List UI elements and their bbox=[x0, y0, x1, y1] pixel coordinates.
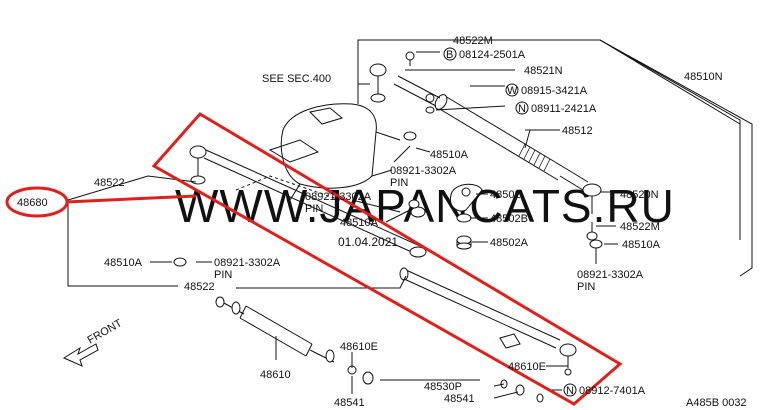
label-48520N: 48520N bbox=[620, 189, 659, 201]
label-48522-bottom: 48522 bbox=[184, 281, 215, 293]
label-48510A-center: 48510A bbox=[430, 149, 469, 161]
label-pin-mid-no: 08921-3302A bbox=[305, 191, 372, 203]
label-pin-left-no: 08921-3302A bbox=[214, 257, 281, 269]
hardware-nuts bbox=[173, 131, 603, 267]
label-08912-7401A: 08912-7401A bbox=[579, 385, 646, 397]
tie-rod-end-upper bbox=[369, 51, 435, 114]
label-pin-right-no: 08921-3302A bbox=[577, 269, 644, 281]
label-08915-3421A: 08915-3421A bbox=[521, 85, 588, 97]
label-48512: 48512 bbox=[562, 125, 593, 137]
front-label: FRONT bbox=[86, 317, 125, 346]
label-48610E-a: 48610E bbox=[340, 341, 378, 353]
steering-damper-48610 bbox=[215, 296, 544, 403]
label-48510A-mid: 48510A bbox=[340, 217, 379, 229]
center-link-48680 bbox=[189, 139, 577, 376]
label-48610: 48610 bbox=[260, 369, 291, 381]
label-see-sec-400: SEE SEC.400 bbox=[262, 73, 331, 85]
label-08124-2501A: 08124-2501A bbox=[459, 49, 526, 61]
label-48502A: 48502A bbox=[490, 237, 529, 249]
watermark-date: 01.04.2021 bbox=[338, 235, 398, 249]
label-pin-center-no: 08921-3302A bbox=[390, 165, 457, 177]
label-48530P: 48530P bbox=[424, 381, 462, 393]
label-pin-mid-word: PIN bbox=[305, 203, 323, 215]
label-48541-b: 48541 bbox=[444, 393, 475, 405]
label-48510A-right: 48510A bbox=[622, 239, 661, 251]
steering-rack-48512 bbox=[393, 75, 589, 191]
nut-symbol-n-top-letter: N bbox=[518, 103, 526, 115]
label-pin-center-word: PIN bbox=[390, 177, 408, 189]
label-48502: 48502 bbox=[490, 189, 521, 201]
tie-rod-end-right bbox=[582, 183, 602, 241]
washer-symbol-w bbox=[505, 83, 519, 97]
label-pin-right-word: PIN bbox=[577, 281, 595, 293]
nut-symbol-n-bottom-letter: N bbox=[566, 385, 574, 397]
label-48680: 48680 bbox=[17, 197, 48, 209]
label-48510A-left: 48510A bbox=[104, 257, 143, 269]
label-08911-2421A: 08911-2421A bbox=[531, 103, 597, 115]
label-48522M-top: 48522M bbox=[453, 35, 493, 47]
bolt-symbol-b-letter: B bbox=[446, 49, 453, 61]
idler-arm-48502 bbox=[450, 183, 483, 250]
highlight-callout bbox=[5, 112, 623, 406]
label-pin-left-word: PIN bbox=[214, 269, 232, 281]
figure-code: A485B 0032 bbox=[686, 397, 747, 409]
leader-lines bbox=[67, 39, 753, 399]
label-48510N: 48510N bbox=[684, 71, 723, 83]
label-48521N: 48521N bbox=[524, 65, 563, 77]
washer-symbol-w-letter: W bbox=[507, 85, 518, 97]
nut-symbol-n-bottom bbox=[563, 383, 577, 397]
label-48522M-right: 48522M bbox=[620, 221, 660, 233]
label-48502B: 48502B bbox=[490, 213, 528, 225]
label-48610E-b: 48610E bbox=[508, 361, 546, 373]
front-arrow bbox=[62, 343, 99, 367]
label-48541-a: 48541 bbox=[334, 397, 365, 409]
bolt-symbol-b bbox=[443, 47, 457, 61]
label-48522-top: 48522 bbox=[94, 177, 125, 189]
nut-symbol-n-top bbox=[515, 101, 529, 115]
